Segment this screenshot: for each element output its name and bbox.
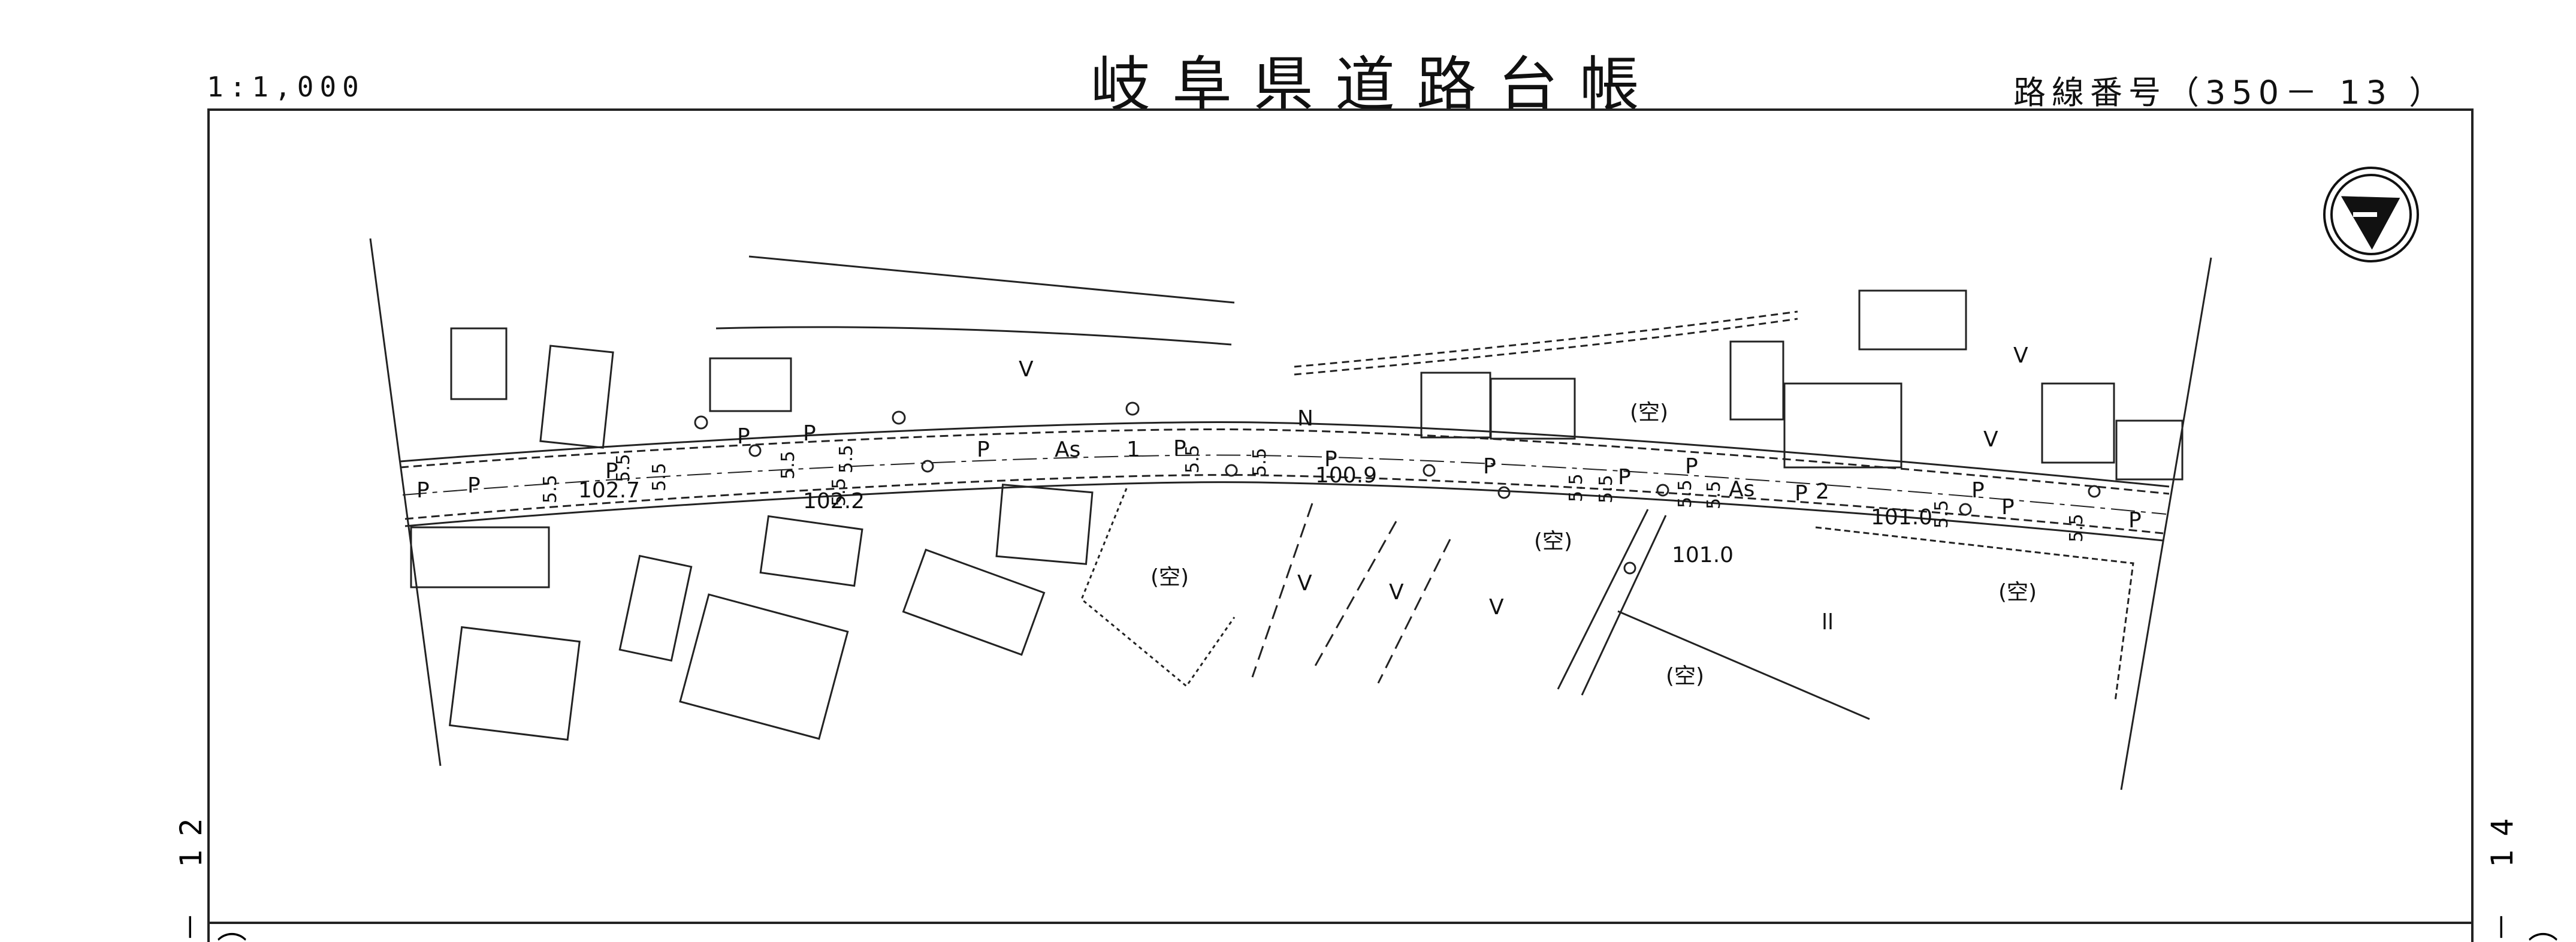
field-symbol: V bbox=[1489, 595, 1504, 620]
wasteland-symbol: ll bbox=[1822, 610, 1834, 635]
width-mark: 5.5 bbox=[1566, 473, 1587, 502]
building bbox=[679, 593, 849, 740]
pavement-marker: P bbox=[977, 437, 990, 462]
river-bank bbox=[1294, 310, 1798, 376]
manhole-icon bbox=[1497, 486, 1511, 499]
vacant-lot-label: (空) bbox=[1666, 664, 1704, 689]
pavement-marker: P bbox=[1618, 465, 1631, 490]
building bbox=[618, 554, 693, 662]
manhole-icon bbox=[1656, 484, 1669, 497]
field-symbol: V bbox=[1297, 571, 1312, 596]
width-mark: 5.5 bbox=[836, 445, 857, 473]
manhole-icon bbox=[1623, 561, 1636, 575]
field-symbol: V bbox=[1389, 580, 1404, 605]
manhole-icon bbox=[1423, 464, 1436, 477]
field-symbol: V bbox=[1019, 357, 1034, 382]
building bbox=[450, 327, 508, 400]
elevation-label: 102.2 bbox=[803, 489, 865, 514]
width-mark: 5.5 bbox=[1704, 481, 1725, 509]
lane-number: 2 bbox=[1816, 479, 1829, 504]
parcel-boundary bbox=[1251, 503, 1451, 684]
utility-pole-icon bbox=[1125, 401, 1140, 416]
utility-pole-icon bbox=[892, 410, 906, 425]
road bbox=[400, 421, 2170, 542]
manhole-icon bbox=[1225, 464, 1238, 477]
pavement-marker: P bbox=[1483, 454, 1496, 479]
building bbox=[759, 515, 863, 587]
building bbox=[1858, 289, 1967, 351]
building bbox=[902, 548, 1046, 656]
embankment bbox=[1815, 526, 2134, 702]
field-symbol: V bbox=[2013, 343, 2028, 368]
pavement-marker: P bbox=[1971, 478, 1985, 503]
width-mark: 5.5 bbox=[1675, 479, 1696, 508]
building bbox=[1783, 382, 1902, 469]
manhole-icon bbox=[921, 460, 934, 473]
vacant-lot-label: (空) bbox=[1150, 565, 1189, 590]
width-mark: 5.5 bbox=[649, 463, 670, 491]
building bbox=[995, 484, 1094, 565]
building bbox=[1729, 340, 1784, 421]
lane-number: 1 bbox=[1127, 437, 1140, 462]
map-edge-right bbox=[2120, 257, 2212, 790]
embankment bbox=[1080, 488, 1236, 688]
manhole-icon bbox=[2088, 485, 2101, 498]
pavement-label: As bbox=[1055, 437, 1080, 462]
pavement-marker: P bbox=[1795, 481, 1808, 506]
width-mark: 5.5 bbox=[540, 475, 561, 503]
width-mark: 5.5 bbox=[613, 454, 634, 482]
pavement-marker: P bbox=[2001, 495, 2015, 520]
width-mark: 5.5 bbox=[1249, 448, 1270, 476]
pavement-marker: P bbox=[803, 421, 816, 446]
vacant-lot-label: (空) bbox=[1630, 400, 1668, 425]
width-mark: 5.5 bbox=[1182, 445, 1203, 473]
manhole-icon bbox=[694, 415, 708, 430]
route-number: 路線番号（350－ 13 ） bbox=[2013, 74, 2448, 111]
page-title: 岐阜県道路台帳 bbox=[1091, 50, 1661, 120]
building bbox=[709, 357, 792, 412]
pavement-marker: P bbox=[1173, 436, 1186, 461]
building bbox=[2041, 382, 2115, 464]
map-edge-left bbox=[369, 238, 442, 766]
manhole-icon bbox=[748, 444, 762, 457]
pavement-marker: P bbox=[467, 473, 481, 498]
building bbox=[539, 345, 614, 449]
pavement-marker: P bbox=[737, 424, 750, 449]
width-mark: 5.5 bbox=[778, 451, 799, 479]
pavement-marker: P bbox=[1324, 447, 1337, 472]
building bbox=[448, 626, 581, 741]
pavement-marker: P bbox=[605, 459, 618, 484]
building bbox=[1490, 378, 1576, 440]
vacant-lot-label: (空) bbox=[1534, 529, 1572, 554]
field-symbol: V bbox=[1983, 427, 1998, 452]
elevation-label: 102.7 bbox=[578, 478, 640, 503]
width-mark: 5.5 bbox=[2066, 514, 2087, 542]
vacant-lot-label: (空) bbox=[1998, 580, 2037, 605]
pavement-marker: P bbox=[1685, 454, 1698, 479]
pavement-label: As bbox=[1729, 477, 1754, 502]
pavement-marker: P bbox=[416, 478, 430, 503]
pavement-marker: P bbox=[2128, 508, 2142, 533]
width-mark: 5.5 bbox=[1931, 500, 1952, 529]
width-mark: 5.5 bbox=[1596, 475, 1617, 503]
elevation-label: 101.0 bbox=[1672, 543, 1734, 567]
manhole-icon bbox=[1959, 503, 1972, 516]
embankment bbox=[1557, 509, 1667, 696]
building bbox=[410, 526, 550, 588]
map-frame bbox=[207, 108, 2474, 942]
elevation-label: 100.9 bbox=[1315, 463, 1377, 488]
width-mark: 5.5 bbox=[829, 478, 850, 506]
embankment bbox=[1617, 610, 1870, 720]
elevation-label: 101.0 bbox=[1871, 505, 1932, 530]
parcel-boundary bbox=[715, 255, 1235, 346]
building bbox=[2115, 419, 2184, 481]
map-scale: 1:1,000 bbox=[207, 71, 365, 103]
north-arrow-icon bbox=[2323, 167, 2419, 262]
shrine-symbol: N bbox=[1297, 406, 1313, 431]
